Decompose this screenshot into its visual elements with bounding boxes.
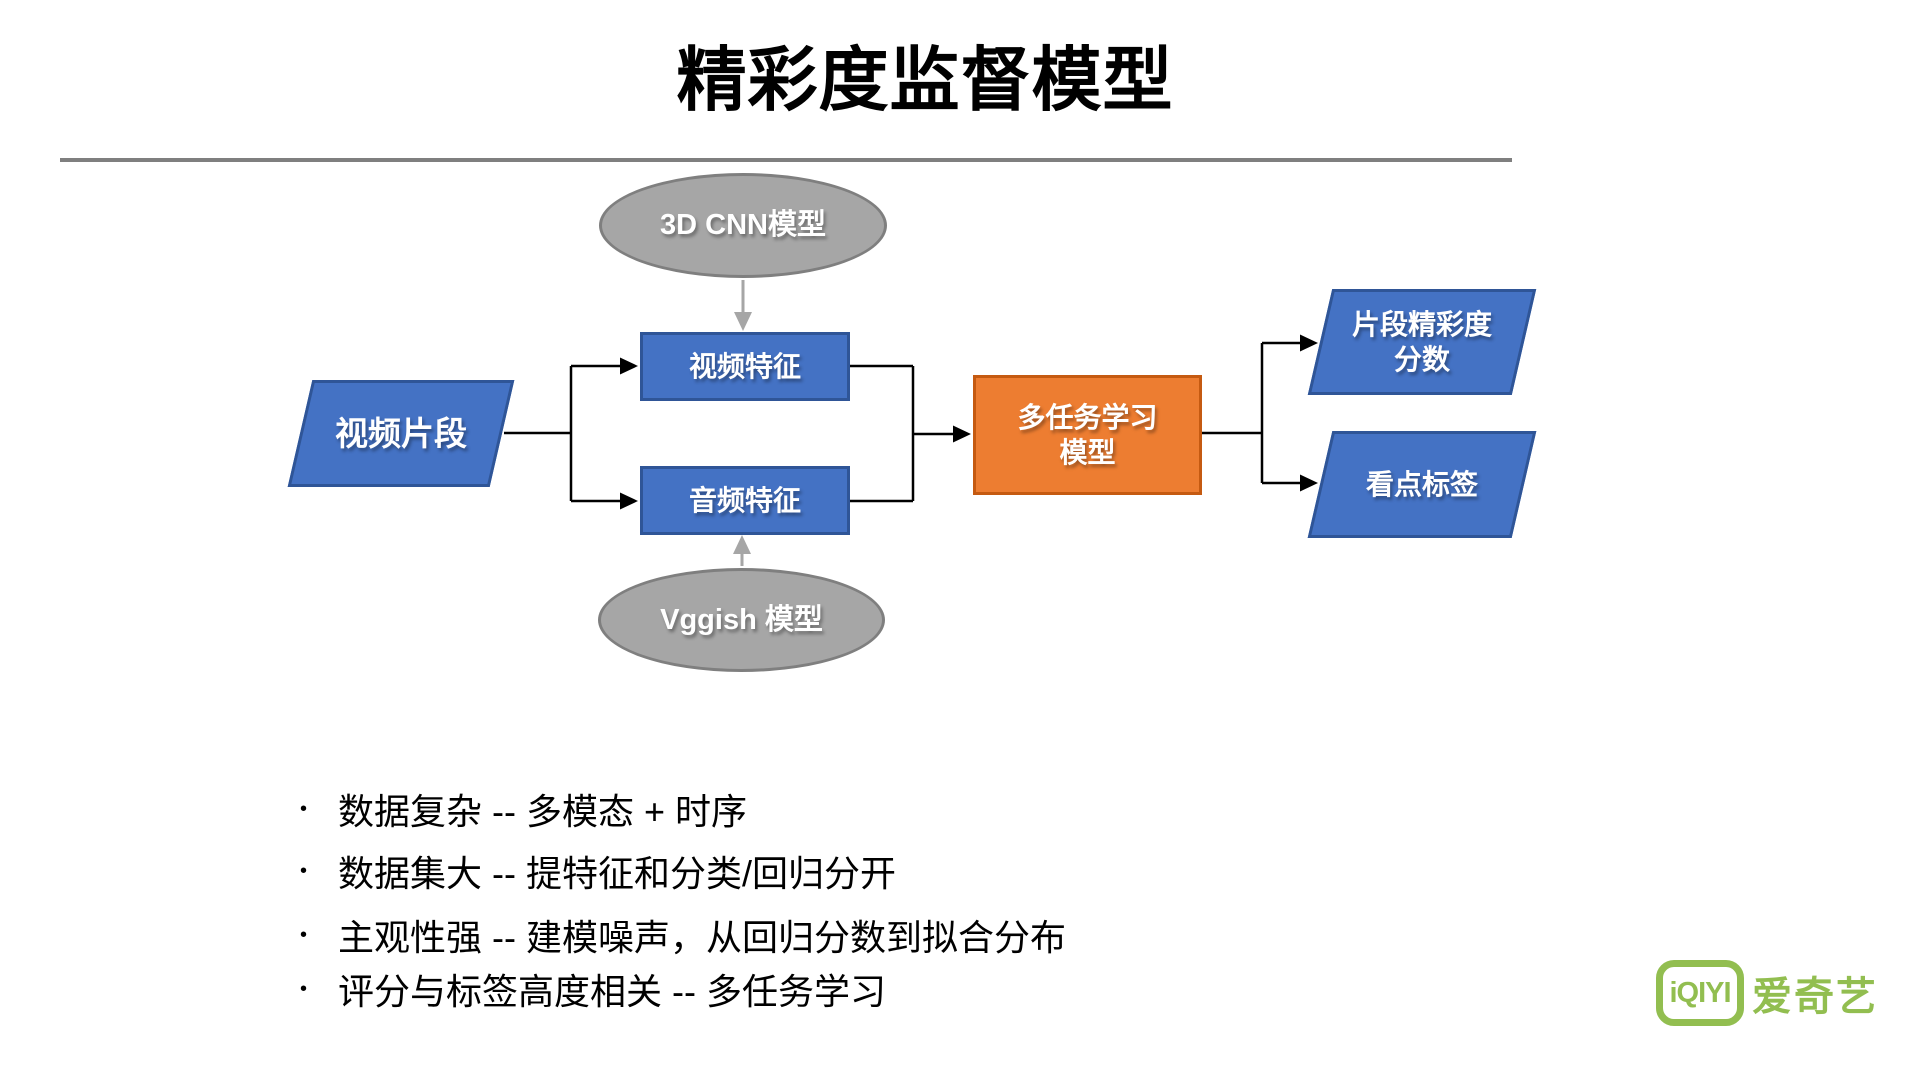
iqiyi-logo-text: iQIYI <box>1669 976 1731 1009</box>
node-highlight-score: 片段精彩度 分数 <box>1307 289 1537 395</box>
arrowhead-vggish-to-audiofeature <box>733 535 751 554</box>
iqiyi-logo: iQIYI 爱奇艺 <box>1656 960 1878 1026</box>
bullet-text: 数据集大 -- 提特征和分类/回归分开 <box>338 853 896 894</box>
bullet-marker: • <box>300 977 308 1000</box>
arrowhead-to-score <box>1300 334 1318 352</box>
bullet-marker: • <box>300 859 308 882</box>
bullet-text: 评分与标签高度相关 -- 多任务学习 <box>338 971 886 1012</box>
node-video-clip-label: 视频片段 <box>335 414 467 452</box>
node-multitask-model: 多任务学习 模型 <box>973 375 1202 495</box>
arrowhead-to-multitask <box>953 425 971 443</box>
arrowhead-to-audiofeature <box>620 492 638 510</box>
node-multitask-model-label: 多任务学习 模型 <box>1017 400 1157 470</box>
bullet-text: 主观性强 -- 建模噪声，从回归分数到拟合分布 <box>338 917 1066 958</box>
arrowhead-to-tags <box>1300 474 1318 492</box>
node-multitask-model-line1: 多任务学习 <box>1017 402 1158 433</box>
node-video-clip: 视频片段 <box>287 380 515 487</box>
node-highlight-tags-label: 看点标签 <box>1365 469 1478 500</box>
iqiyi-brand-name: 爱奇艺 <box>1752 975 1878 1019</box>
bullet-item: • 评分与标签高度相关 -- 多任务学习 <box>300 966 886 1012</box>
arrowhead-to-videofeature <box>620 357 638 375</box>
node-video-feature: 视频特征 <box>640 332 850 401</box>
node-vggish-model: Vggish 模型 <box>598 568 885 672</box>
arrowhead-cnn-to-videofeature <box>734 312 752 331</box>
bullet-item: • 数据集大 -- 提特征和分类/回归分开 <box>300 848 896 894</box>
node-3dcnn-model: 3D CNN模型 <box>599 173 887 278</box>
node-highlight-tags: 看点标签 <box>1307 431 1537 538</box>
node-audio-feature-label: 音频特征 <box>688 485 801 516</box>
bullet-text: 数据复杂 -- 多模态 + 时序 <box>338 791 748 832</box>
node-highlight-score-line1: 片段精彩度 <box>1351 309 1492 340</box>
node-multitask-model-line2: 模型 <box>1059 437 1116 468</box>
slide-title: 精彩度监督模型 <box>676 41 1174 119</box>
node-3dcnn-model-label: 3D CNN模型 <box>660 209 826 242</box>
node-highlight-score-line2: 分数 <box>1393 344 1450 375</box>
bullet-item: • 数据复杂 -- 多模态 + 时序 <box>300 786 747 832</box>
bullet-item: • 主观性强 -- 建模噪声，从回归分数到拟合分布 <box>300 912 1066 958</box>
node-audio-feature: 音频特征 <box>640 466 850 535</box>
bullet-marker: • <box>300 923 308 946</box>
title-divider <box>60 158 1512 162</box>
node-highlight-score-label: 片段精彩度 分数 <box>1352 307 1492 377</box>
node-vggish-model-label: Vggish 模型 <box>660 603 823 636</box>
iqiyi-logo-icon: iQIYI <box>1656 960 1744 1026</box>
node-video-feature-label: 视频特征 <box>688 351 801 382</box>
bullet-marker: • <box>300 797 308 820</box>
